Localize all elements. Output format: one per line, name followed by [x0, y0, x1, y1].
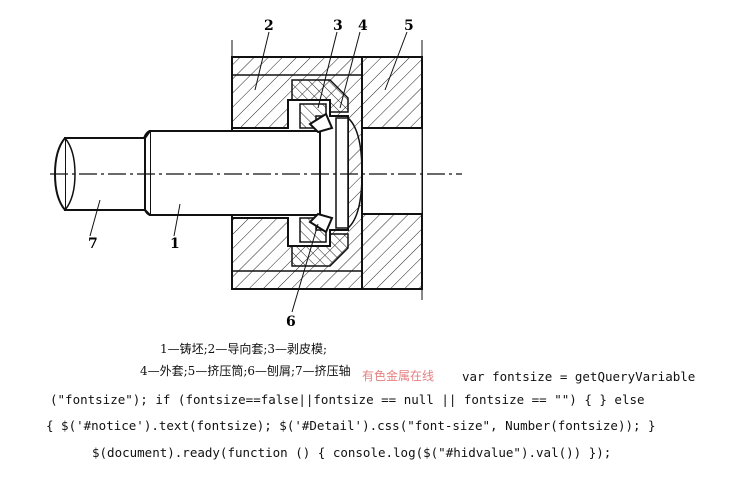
billet: [149, 130, 321, 216]
code-line-4: $(document).ready(function () { console.…: [92, 445, 612, 460]
extrusion-diagram: 2 3 4 5 6 7 1: [50, 18, 462, 330]
label-1: 1: [170, 236, 180, 252]
label-6: 6: [286, 314, 296, 330]
guide-sleeve-top: [291, 79, 349, 113]
watermark: 有色金属在线: [362, 369, 435, 383]
shaving-bottom: [308, 212, 334, 234]
label-3: 3: [333, 18, 343, 34]
skinning-die-top: [299, 103, 327, 129]
caption-line-1: 1—铸坯;2—导向套;3—剥皮模;: [160, 342, 328, 356]
code-line-1: var fontsize = getQueryVariable: [462, 369, 696, 384]
label-2: 2: [264, 18, 274, 34]
guide-sleeve-bottom: [291, 233, 349, 267]
caption-line-2: 4—外套;5—挤压筒;6—刨屑;7—挤压轴: [140, 364, 351, 378]
code-line-2: ("fontsize"); if (fontsize==false||fonts…: [50, 392, 645, 407]
shaving-top: [308, 112, 334, 134]
label-5: 5: [404, 18, 414, 34]
extrusion-shaft: [64, 137, 146, 211]
label-4: 4: [358, 18, 368, 34]
label-7: 7: [88, 236, 98, 252]
code-line-3: { $('#notice').text(fontsize); $('#Detai…: [46, 418, 656, 433]
